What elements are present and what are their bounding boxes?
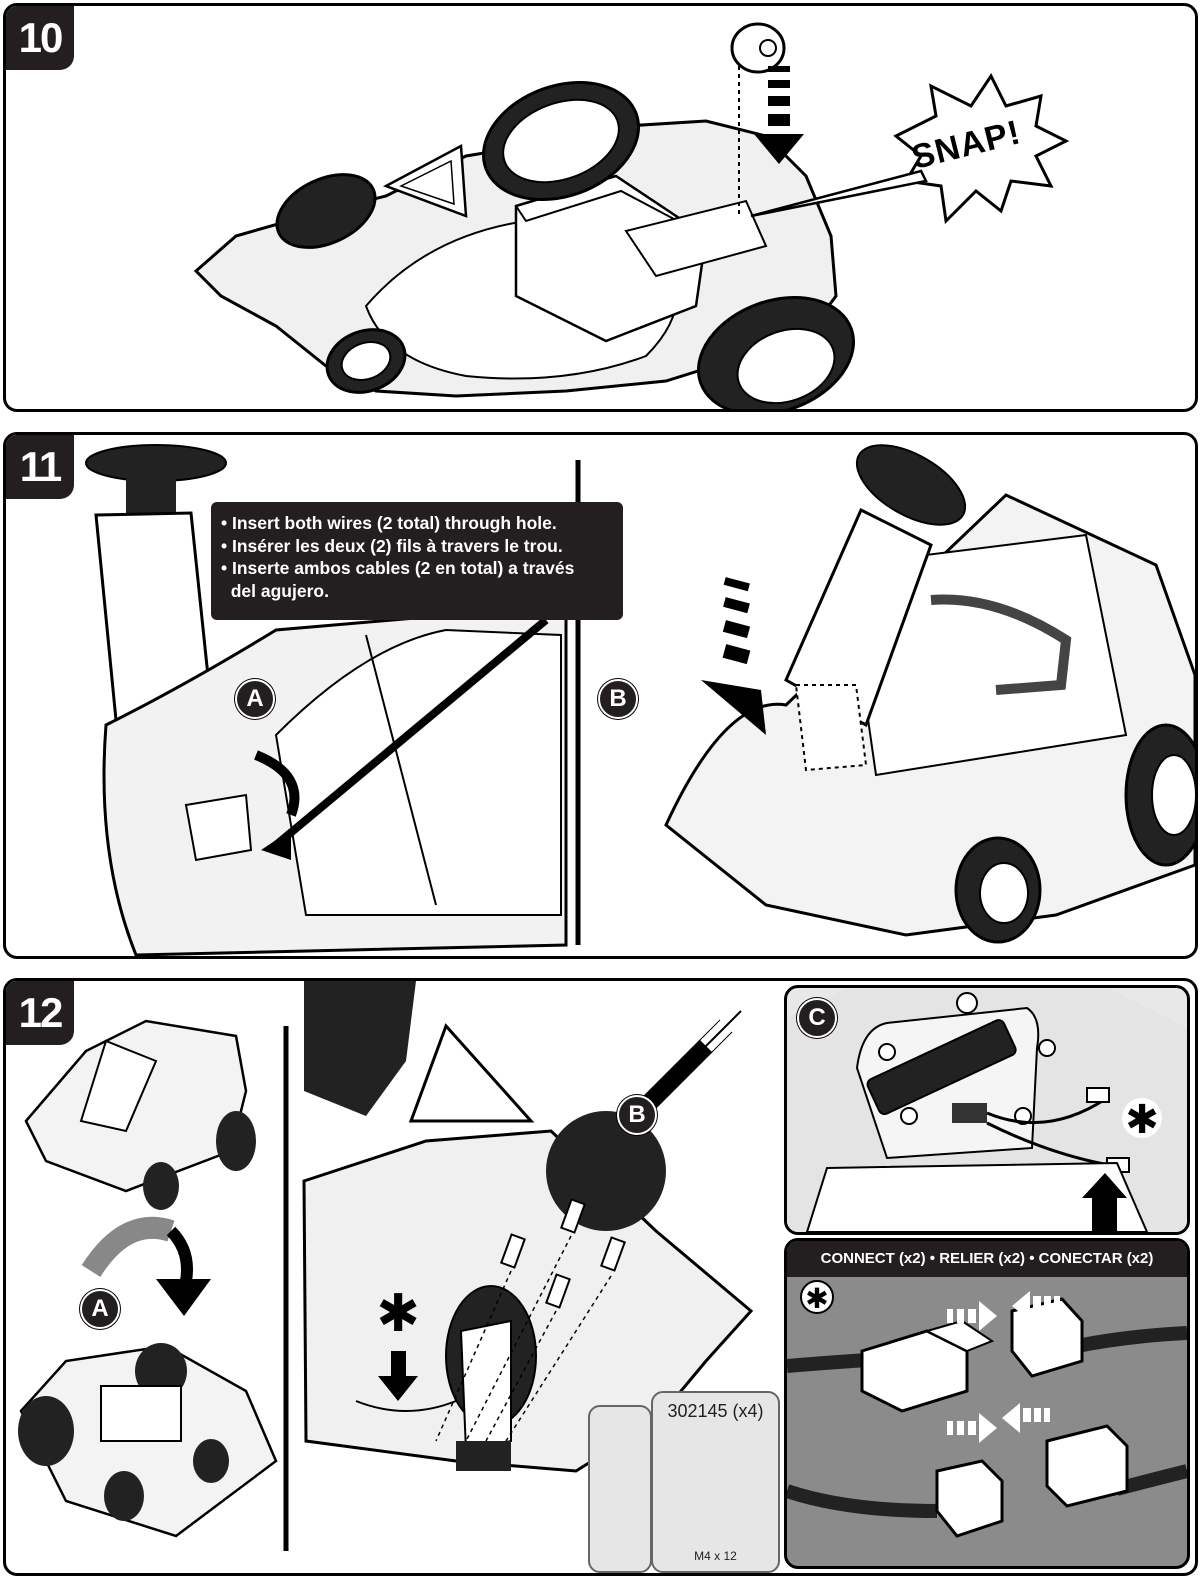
step-number: 10 xyxy=(6,6,74,70)
step-12-panel: 12 xyxy=(3,978,1198,1576)
instruction-fr: • Insérer les deux (2) fils à travers le… xyxy=(221,535,563,556)
instruction-callout: • Insert both wires (2 total) through ho… xyxy=(211,502,623,620)
label-c: C xyxy=(797,998,837,1038)
step-10-panel: 10 SNAP! xyxy=(3,3,1198,412)
tool-box xyxy=(588,1405,652,1573)
detail-c: ✱ C xyxy=(784,985,1190,1235)
instruction-en: • Insert both wires (2 total) through ho… xyxy=(221,513,557,533)
connect-panel: CONNECT (x2) • RELIER (x2) • CONECTAR (x… xyxy=(784,1238,1190,1569)
svg-text:✱: ✱ xyxy=(805,1282,828,1315)
part-box: 302145 (x4) M4 x 12 xyxy=(651,1391,780,1573)
step-number: 11 xyxy=(6,435,74,499)
connector-pairs-illustration: ✱ xyxy=(787,1280,1187,1538)
part-code: 302145 (x4) xyxy=(667,1401,764,1421)
arrow-down-icon xyxy=(701,577,766,735)
label-b: B xyxy=(598,679,638,719)
instruction-es: • Inserte ambos cables (2 en total) a tr… xyxy=(221,558,575,578)
label-b: B xyxy=(617,1095,657,1135)
kart-underside-illustration xyxy=(193,22,1070,409)
connect-header: CONNECT (x2) • RELIER (x2) • CONECTAR (x… xyxy=(787,1241,1187,1277)
label-a: A xyxy=(235,679,275,719)
step-11-panel: 11 • Insert both wires xyxy=(3,432,1198,959)
part-size: M4 x 12 xyxy=(694,1549,737,1563)
svg-text:✱: ✱ xyxy=(1125,1097,1159,1143)
steering-column-illustration xyxy=(85,444,1195,956)
instruction-es-cont: del agujero. xyxy=(221,580,329,601)
label-a: A xyxy=(80,1289,120,1329)
arrow-down-icon xyxy=(754,66,804,164)
step-number: 12 xyxy=(6,981,74,1045)
connector-detail-illustration: ✱ xyxy=(787,988,1187,1232)
curved-arrow-icon xyxy=(81,1216,211,1316)
svg-text:✱: ✱ xyxy=(376,1284,420,1344)
